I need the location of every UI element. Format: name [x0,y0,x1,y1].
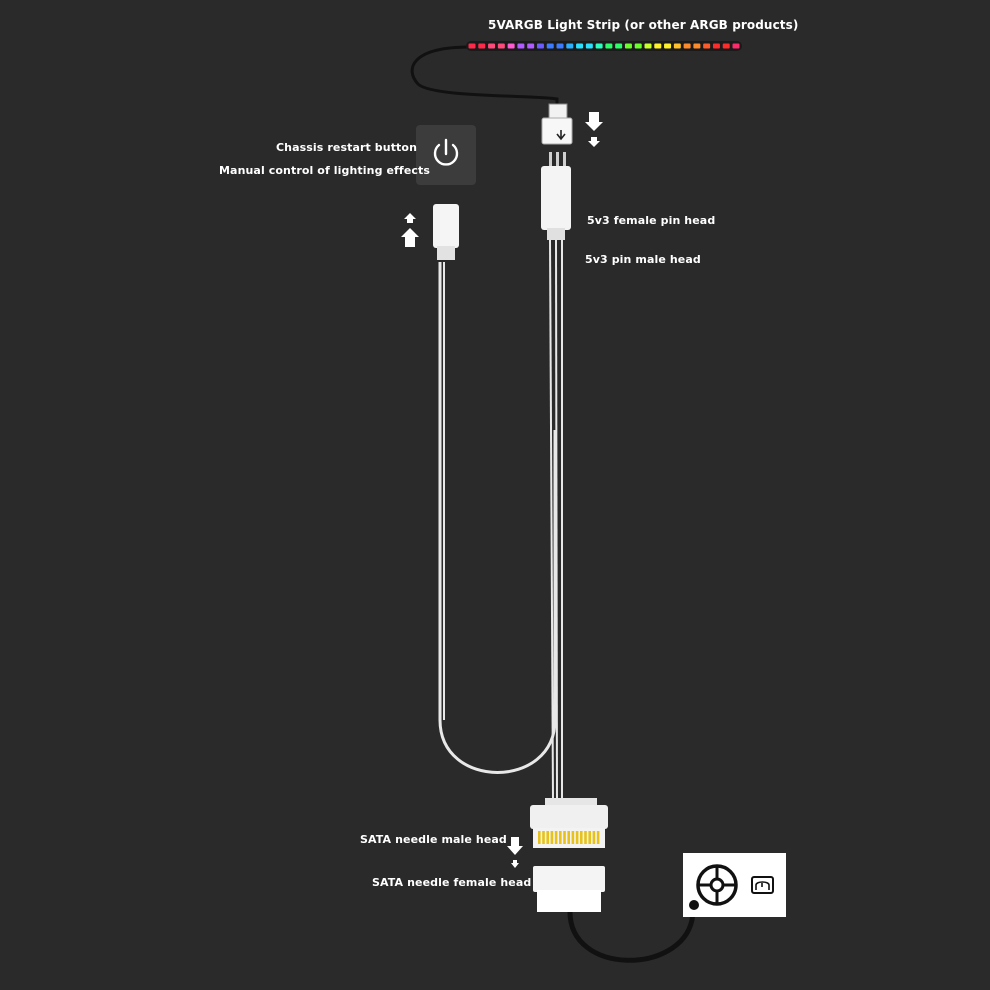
power-supply-unit [683,853,786,917]
sata-pin [588,831,591,844]
arrow-down-icon [585,112,603,147]
led-dot [605,43,613,49]
sata-pin [580,831,583,844]
button-connector [433,204,459,260]
sata-pin [550,831,554,844]
sata-male-label: SATA needle male head [360,833,507,846]
led-dot [507,43,515,49]
sata-female-connector [533,866,605,912]
led-dot [576,43,584,49]
sata-pin [559,831,562,844]
sata-pin [575,831,579,844]
led-dot [634,43,642,49]
sata-pin [567,831,570,844]
led-dot [566,43,574,49]
fan-icon [696,864,738,906]
led-dot [703,43,711,49]
led-dot [595,43,603,49]
led-dot [693,43,701,49]
chassis-restart-button [416,125,476,185]
led-dot [712,43,720,49]
arrow-up-icon [401,213,419,247]
psu-cable [567,904,697,963]
led-dot [722,43,730,49]
led-dot [497,43,505,49]
sata-pin [538,831,541,844]
led-dot [654,43,662,49]
led-dot [478,43,486,49]
led-dot [468,43,476,49]
led-dot [527,43,535,49]
led-dot [624,43,632,49]
led-dot [615,43,623,49]
led-dot [644,43,652,49]
led-dot [556,43,564,49]
manual-control-label: Manual control of lighting effects [219,164,431,177]
arrow-down-icon [507,837,523,868]
sata-male-connector [530,798,608,848]
sata-pin [554,831,558,844]
sata-pin [546,831,549,844]
sata-female-label: SATA needle female head [372,876,532,889]
led-dot [546,43,554,49]
strip-lead-wire [410,45,559,107]
sata-pin [542,831,545,844]
led-dot [536,43,544,49]
led-dot [488,43,496,49]
strip-connector [541,103,573,145]
led-dot [585,43,593,49]
strip-label: 5VARGB Light Strip (or other ARGB produc… [488,18,799,32]
led-dot [683,43,691,49]
argb-pin-header [541,152,571,240]
argb-light-strip [466,41,742,51]
sata-pin [563,831,566,844]
led-dot [664,43,672,49]
sata-pin [596,831,600,844]
psu-icon [751,876,774,894]
led-dot [673,43,681,49]
sata-pin [584,831,587,844]
restart-button-label: Chassis restart button [276,141,418,154]
led-dot [732,43,740,49]
power-icon [433,138,459,166]
male-pin-label: 5v3 pin male head [585,253,701,266]
sata-pin [592,831,596,844]
sata-pin [571,831,575,844]
female-pin-label: 5v3 female pin head [587,214,716,227]
led-dot [517,43,525,49]
button-cable [438,262,557,774]
